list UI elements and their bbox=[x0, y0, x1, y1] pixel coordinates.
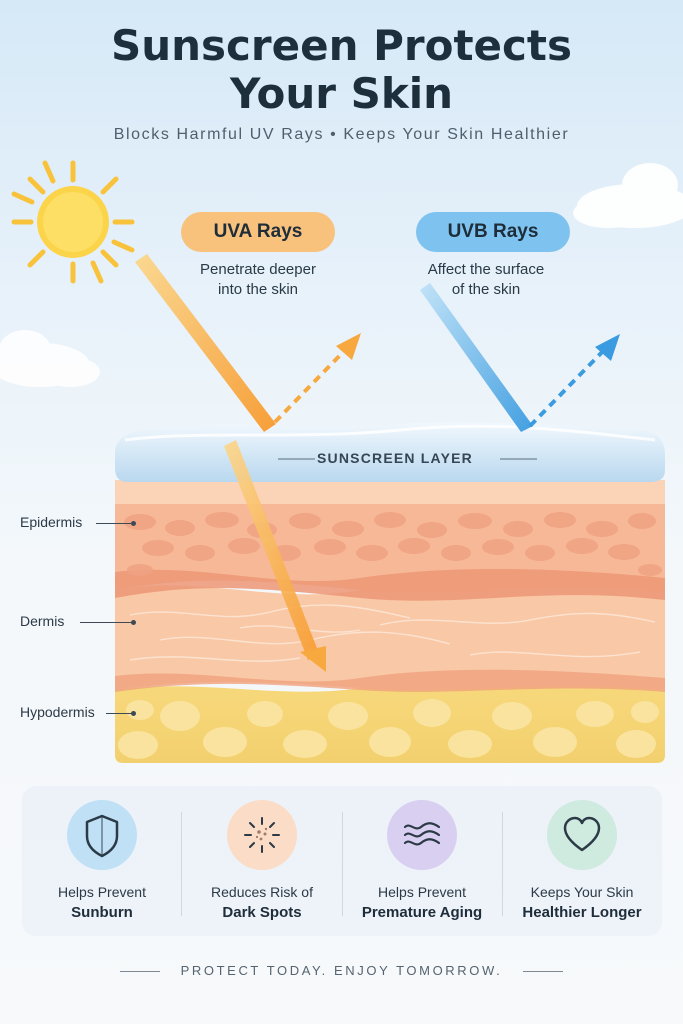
shield-icon bbox=[85, 814, 119, 858]
benefit-divider bbox=[502, 812, 503, 916]
uvb-ray bbox=[420, 283, 620, 432]
heart-icon bbox=[563, 816, 601, 852]
uvb-description: Affect the surface of the skin bbox=[427, 261, 545, 298]
sun-icon bbox=[11, 160, 135, 284]
benefit-icon-circle bbox=[67, 800, 137, 870]
benefit-divider bbox=[181, 812, 182, 916]
benefit-healthier: Keeps Your Skin Healthier Longer bbox=[502, 786, 662, 936]
page-subtitle: Blocks Harmful UV Rays • Keeps Your Skin… bbox=[113, 126, 570, 143]
footer-rule-left bbox=[120, 971, 160, 972]
epidermis-label: Epidermis bbox=[20, 514, 83, 530]
uvb-label: UVB Rays bbox=[416, 212, 570, 252]
epidermis-leader bbox=[96, 523, 132, 524]
hypodermis-leader-dot bbox=[131, 711, 136, 716]
hypodermis-leader bbox=[106, 713, 132, 714]
dermis-leader-dot bbox=[131, 620, 136, 625]
page-title: Sunscreen Protects Your Skin bbox=[110, 21, 573, 118]
wave-lines-icon bbox=[403, 822, 441, 846]
benefit-divider bbox=[342, 812, 343, 916]
benefit-sunburn: Helps Prevent Sunburn bbox=[22, 786, 182, 936]
skin-layers bbox=[115, 421, 665, 763]
sunscreen-layer-label: SUNSCREEN LAYER bbox=[317, 450, 473, 466]
uva-label: UVA Rays bbox=[181, 212, 335, 252]
dark-spots-icon bbox=[244, 817, 280, 853]
dermis-leader bbox=[80, 622, 132, 623]
benefit-icon-circle bbox=[227, 800, 297, 870]
cloud-left bbox=[0, 330, 100, 387]
benefit-aging: Helps Prevent Premature Aging bbox=[342, 786, 502, 936]
cloud-right bbox=[573, 163, 683, 228]
hypodermis-label: Hypodermis bbox=[20, 704, 95, 720]
uva-ray bbox=[135, 254, 361, 672]
benefit-dark-spots: Reduces Risk of Dark Spots bbox=[182, 786, 342, 936]
uva-description: Penetrate deeper into the skin bbox=[200, 261, 316, 298]
footer-rule-right bbox=[523, 971, 563, 972]
footer-tagline: PROTECT TODAY. ENJOY TOMORROW. bbox=[180, 963, 503, 978]
benefit-icon-circle bbox=[547, 800, 617, 870]
epidermis-leader-dot bbox=[131, 521, 136, 526]
benefit-icon-circle bbox=[387, 800, 457, 870]
dermis-label: Dermis bbox=[20, 613, 65, 629]
